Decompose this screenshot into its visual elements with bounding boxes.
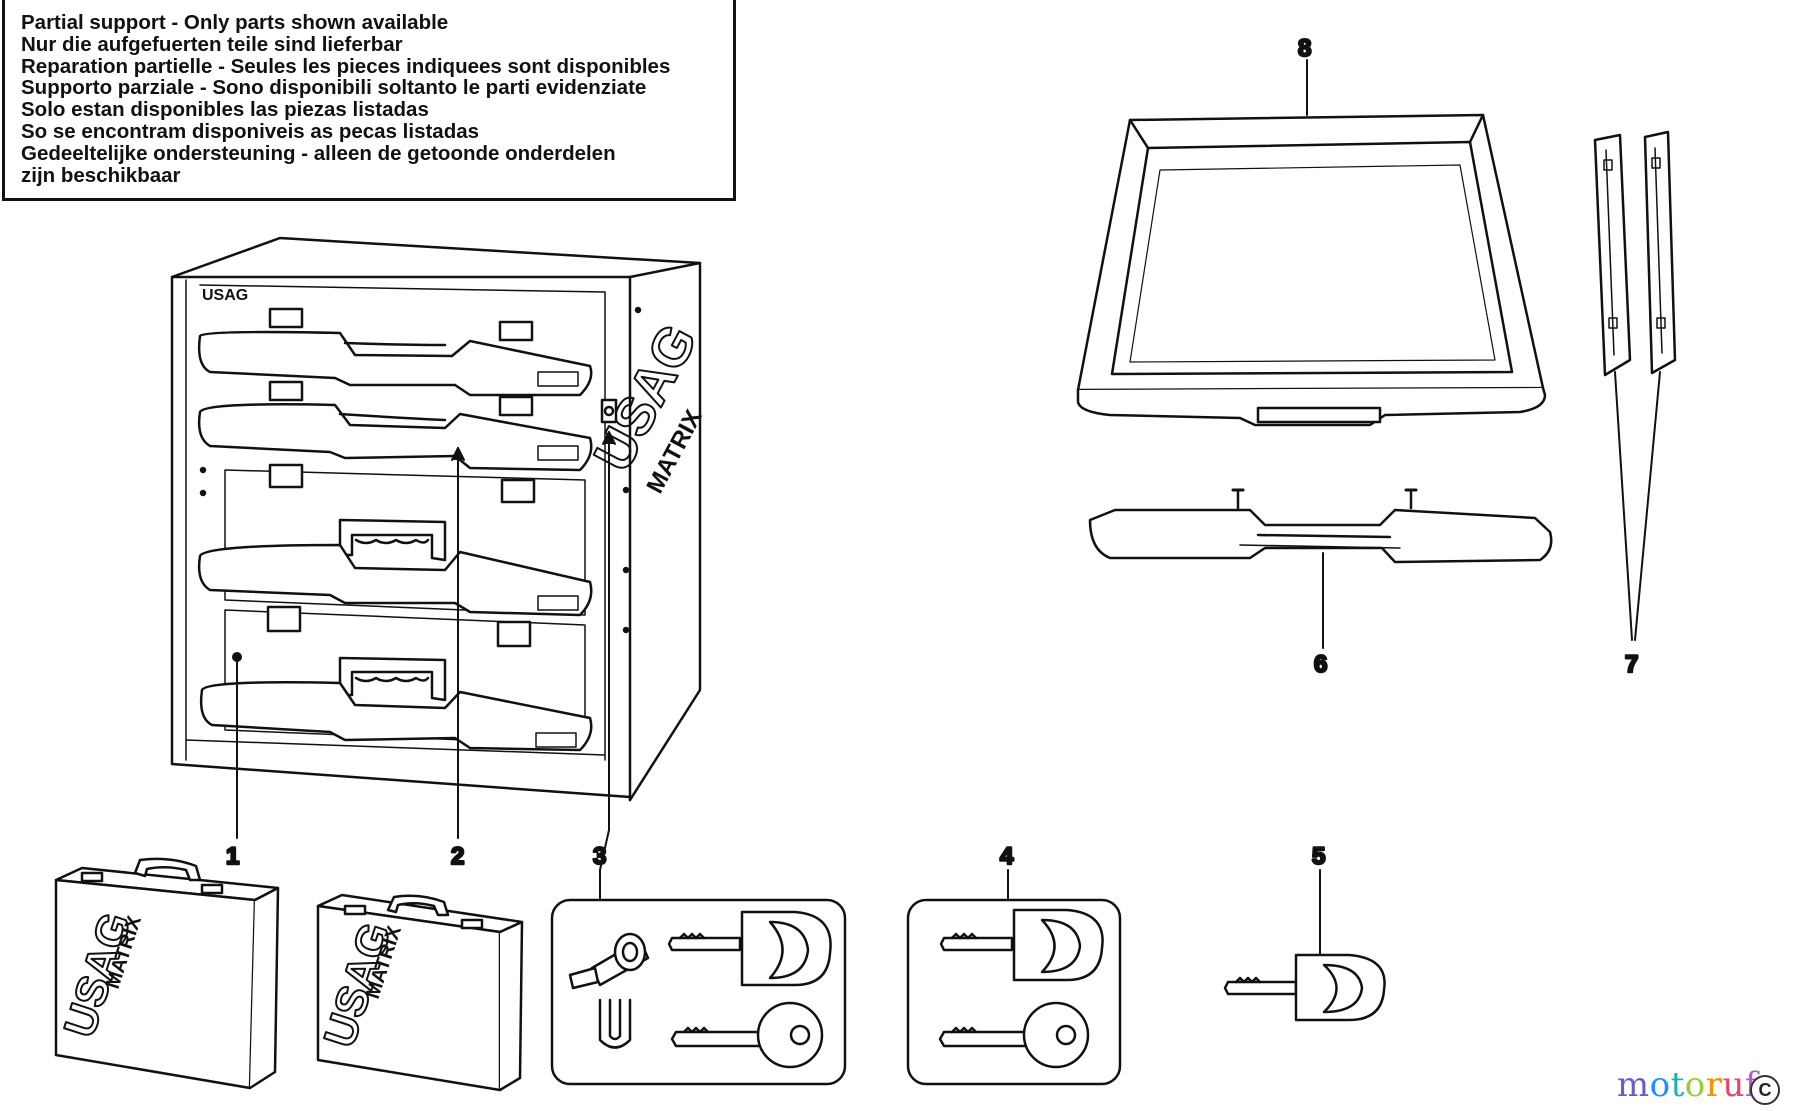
notice-line: Partial support - Only parts shown avail… bbox=[21, 11, 449, 34]
callout-1: 1 bbox=[226, 843, 239, 870]
callout-7: 7 bbox=[1625, 651, 1638, 678]
part-6-drawer-handle bbox=[1088, 488, 1553, 564]
callout-4: 4 bbox=[1000, 843, 1014, 870]
notice-line: Supporto parziale - Sono disponibili sol… bbox=[21, 76, 647, 100]
notice-line: Nur die aufgefuerten teile sind lieferba… bbox=[21, 32, 403, 56]
part-7-drawer-slides bbox=[1593, 130, 1677, 377]
motoruf-watermark: motoruf bbox=[1617, 1065, 1758, 1105]
part-1-carry-case-large: USAG MATRIX bbox=[54, 857, 280, 1090]
front-usag-logo: USAG bbox=[202, 287, 248, 304]
notice-line: Gedeeltelijke ondersteuning - alleen de … bbox=[21, 141, 616, 165]
part-5-single-key bbox=[1223, 953, 1386, 1022]
notice-line: Solo estan disponibles las piezas listad… bbox=[21, 98, 429, 122]
watermark-letter: o bbox=[1649, 1065, 1671, 1105]
drawer-row-1 bbox=[197, 307, 593, 397]
cabinet-assembly: USAG MATRIX USAG bbox=[170, 236, 710, 802]
callout-8: 8 bbox=[1298, 35, 1311, 62]
callout-3: 3 bbox=[593, 843, 606, 870]
leader-lines bbox=[232, 59, 1661, 961]
availability-notice: Partial support - Only parts shown avail… bbox=[2, 0, 736, 201]
cabinet-lock bbox=[600, 398, 618, 424]
drawer-row-3 bbox=[197, 463, 593, 617]
drawer-row-2 bbox=[197, 380, 593, 472]
watermark-letter: r bbox=[1705, 1065, 1723, 1105]
notice-line: So se encontram disponiveis as pecas lis… bbox=[21, 119, 480, 143]
callout-2: 2 bbox=[451, 843, 464, 870]
part-8-drawer-tray bbox=[1076, 113, 1547, 427]
callout-6: 6 bbox=[1314, 651, 1327, 678]
copyright-symbol: C bbox=[1750, 1075, 1780, 1105]
part-3-lock-kit bbox=[550, 898, 847, 1086]
watermark-letter: m bbox=[1616, 1065, 1650, 1105]
watermark-letter: t bbox=[1670, 1065, 1685, 1105]
notice-line: Reparation partielle - Seules les pieces… bbox=[21, 54, 671, 78]
watermark-letter: u bbox=[1722, 1065, 1745, 1105]
drawer-row-4 bbox=[199, 605, 593, 752]
part-4-key-pair bbox=[906, 898, 1122, 1086]
part-2-carry-case-slim: USAG MATRIX bbox=[314, 893, 524, 1092]
watermark-letter: o bbox=[1684, 1065, 1706, 1105]
callout-5: 5 bbox=[1312, 843, 1325, 870]
notice-line: zijn beschikbaar bbox=[21, 163, 181, 187]
